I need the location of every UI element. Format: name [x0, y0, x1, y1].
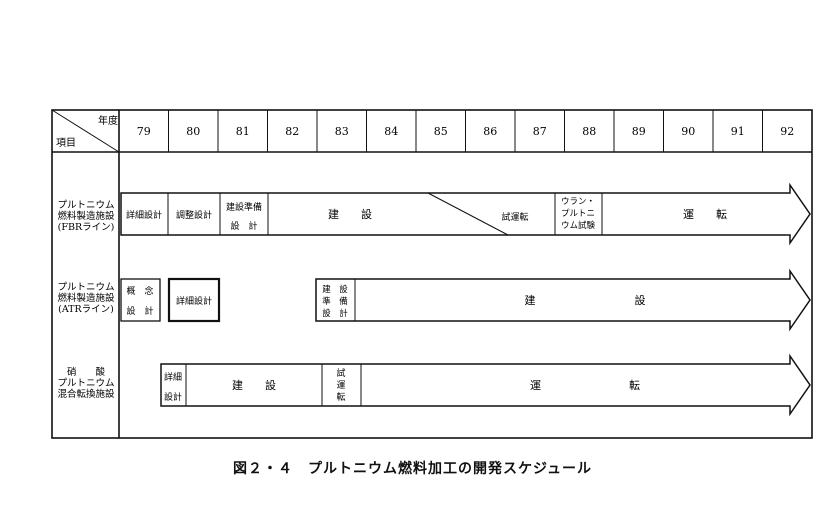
arrow-text-kensetsu: 建 設 [328, 207, 372, 221]
transition-diagonal [427, 192, 509, 236]
box-text: 設 計 [322, 308, 348, 319]
box-text: 設計 [164, 391, 182, 403]
box-text: ウム試験 [561, 220, 596, 231]
year-label: 81 [236, 125, 250, 138]
box-text: 詳細設計 [176, 295, 212, 307]
row-label-line: 燃料製造施設 [57, 210, 115, 222]
row-atr: プルトニウム 燃料製造施設 (ATRライン) 概 念 設 計 詳細設計 建 設 … [57, 268, 811, 332]
arrow-fbr [120, 182, 811, 246]
header-diagonal [51, 109, 120, 153]
box-text: 設 計 [126, 305, 153, 317]
year-label: 88 [582, 125, 596, 138]
box-text: 調整設計 [176, 209, 212, 221]
year-label: 80 [186, 125, 200, 138]
box-text: 設 計 [230, 220, 257, 232]
box-text: 建 設 [322, 284, 348, 295]
arrow-atr [315, 268, 811, 332]
schedule-frame [51, 109, 813, 439]
arrow-nitric [160, 353, 811, 417]
year-label: 87 [533, 125, 547, 138]
box-text: 概 念 [126, 285, 153, 297]
row-nitric: 硝 酸 プルトニウム 混合転換施設 詳細 設計 建 設 試 運 転 運 転 [57, 353, 811, 417]
arrow-text-kensetsu: 建 設 [232, 378, 276, 392]
row-label-line: 硝 酸 [67, 366, 106, 378]
year-label: 82 [285, 125, 299, 138]
box-gainen-sekkei [120, 278, 161, 322]
year-label: 84 [384, 125, 398, 138]
year-label: 91 [731, 125, 745, 138]
box-text: 詳細 [164, 371, 182, 383]
year-label: 83 [335, 125, 349, 138]
box-text: 転 [336, 392, 345, 403]
year-label: 86 [483, 125, 497, 138]
year-label: 89 [632, 125, 646, 138]
box-text: プルトニ [561, 209, 595, 219]
box-text: 運 [336, 380, 345, 391]
row-label-line: プルトニウム [57, 282, 114, 293]
row-label-line: (ATRライン) [58, 304, 114, 315]
box-text: 詳細設計 [126, 209, 162, 221]
figure-caption: 図２・４ プルトニウム燃料加工の開発スケジュール [232, 461, 593, 477]
row-label-line: プルトニウム [57, 200, 114, 211]
arrow-text-unten: 運 転 [530, 379, 640, 392]
year-columns: 79 80 81 82 83 84 85 86 87 88 89 90 91 92 [137, 110, 794, 152]
arrow-text-shiunten: 試運転 [501, 211, 528, 223]
header-nendo: 年度 [98, 114, 118, 127]
header-koumoku: 項目 [56, 137, 76, 149]
row-label-line: 燃料製造施設 [57, 292, 115, 304]
year-label: 92 [780, 125, 794, 138]
arrow-text-kensetsu: 建 設 [525, 293, 646, 307]
year-label: 90 [681, 125, 695, 138]
box-text: 建設準備 [226, 201, 262, 213]
row-label-line: 混合転換施設 [57, 388, 115, 400]
row-label-line: プルトニウム [57, 378, 114, 389]
arrow-text-unten: 運 転 [683, 208, 727, 221]
box-text: 準 備 [322, 296, 348, 307]
year-label: 85 [434, 125, 448, 138]
row-fbr: プルトニウム 燃料製造施設 (FBRライン) 詳細設計 調整設計 建設準備 設 … [57, 182, 811, 246]
box-shousai-sekkei [167, 277, 221, 323]
row-label-line: (FBRライン) [58, 222, 115, 233]
box-text: ウラン・ [561, 197, 595, 207]
year-label: 79 [137, 125, 151, 138]
box-text: 試 [336, 367, 345, 379]
